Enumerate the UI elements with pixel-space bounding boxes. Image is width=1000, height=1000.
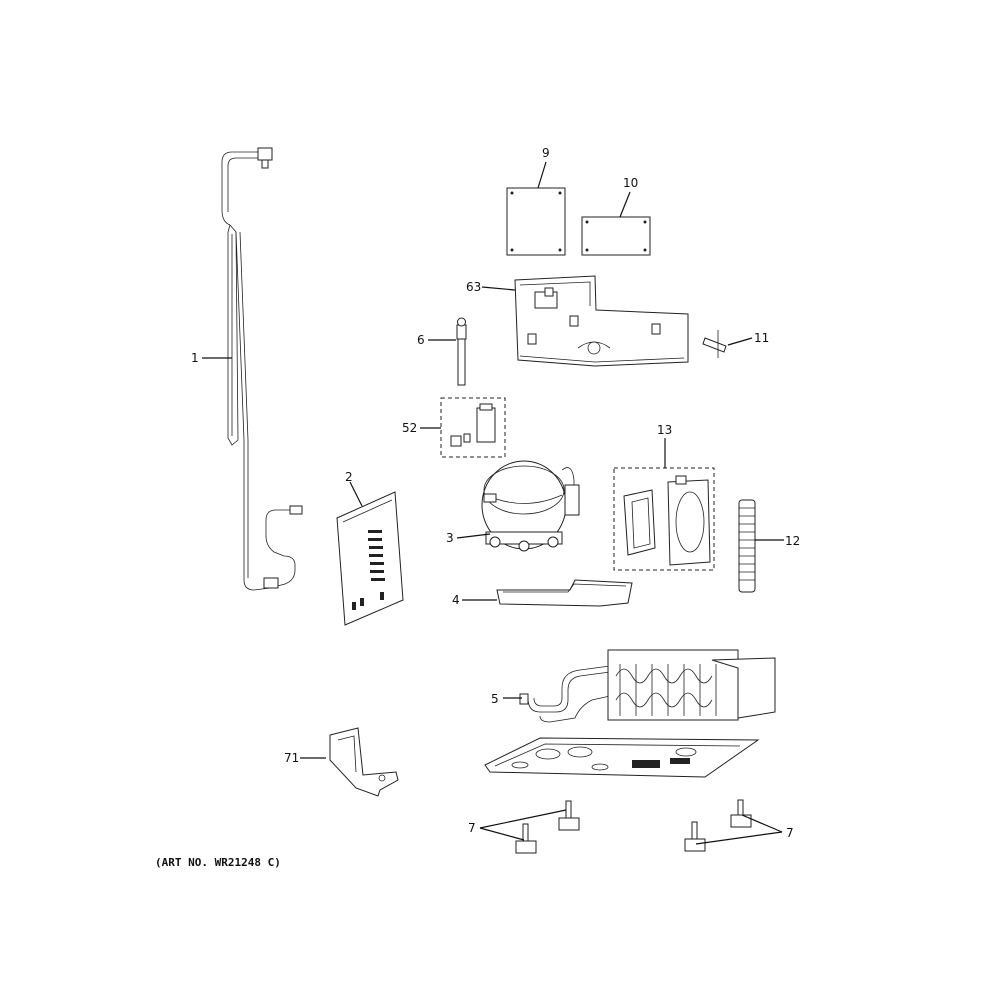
part-4-drain-pan: [496, 579, 633, 607]
callout-71: 71: [284, 751, 299, 765]
callout-12: 12: [785, 534, 800, 548]
part-2-grille-cover: [336, 491, 404, 626]
callout-2: 2: [345, 470, 353, 484]
callout-10: 10: [623, 176, 638, 190]
callout-7-right: 7: [786, 826, 794, 840]
art-number: (ART NO. WR21248 C): [155, 856, 281, 869]
callout-11: 11: [754, 331, 769, 345]
part-3-compressor: [481, 460, 580, 552]
callout-5: 5: [491, 692, 499, 706]
callout-1: 1: [191, 351, 199, 365]
part-1-tubing: [221, 147, 303, 591]
compressor-base-plate: [484, 737, 760, 778]
part-5-condenser: [519, 649, 776, 723]
part-13-fan-assembly: [613, 467, 715, 571]
callout-6: 6: [417, 333, 425, 347]
part-11-bracket: [702, 330, 727, 358]
part-6-tube: [456, 317, 467, 386]
callout-52: 52: [402, 421, 417, 435]
callout-3: 3: [446, 531, 454, 545]
leader-lines: [202, 161, 784, 845]
part-63-control-housing: [514, 275, 689, 367]
part-9-panel: [506, 187, 566, 256]
part-7-leveling-legs: [515, 799, 752, 854]
callout-4: 4: [452, 593, 460, 607]
part-71-mounting-bracket: [329, 727, 399, 797]
callout-13: 13: [657, 423, 672, 437]
part-10-panel: [581, 216, 651, 256]
part-52-relay-kit: [440, 397, 506, 458]
callout-9: 9: [542, 146, 550, 160]
part-12-hose: [738, 499, 756, 593]
callout-7-left: 7: [468, 821, 476, 835]
callout-63: 63: [466, 280, 481, 294]
